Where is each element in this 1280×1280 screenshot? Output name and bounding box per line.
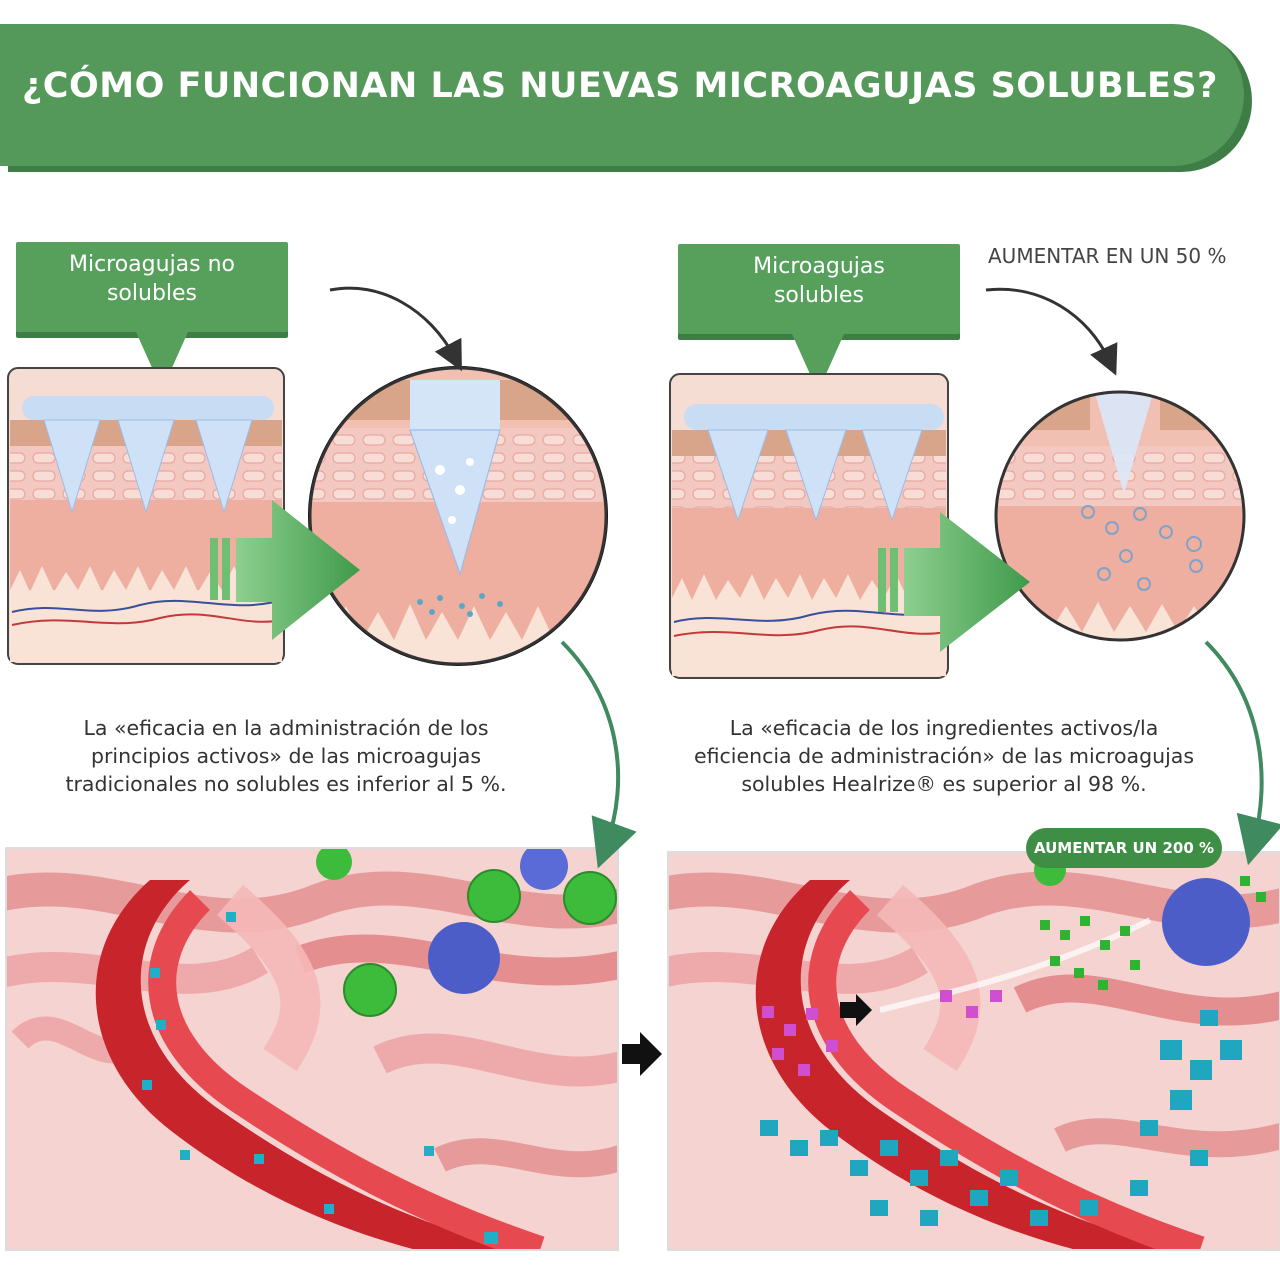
- big-arrow-left: [210, 500, 360, 640]
- label-non-soluble: Microagujas no solubles: [16, 242, 288, 390]
- bloodstream-left: [6, 848, 618, 1250]
- description-left: La «eficacia en la administración de los…: [36, 714, 536, 798]
- bloodstream-right: [668, 852, 1280, 1250]
- description-right-line2: eficiencia de administración» de las mic…: [693, 744, 1195, 768]
- big-arrow-right: [878, 512, 1030, 652]
- green-arrow-left: [560, 640, 637, 869]
- description-right-line3: solubles Healrize® es superior al 98 %.: [741, 772, 1147, 796]
- page-title: ¿CÓMO FUNCIONAN LAS NUEVAS MICROAGUJAS S…: [22, 66, 1218, 106]
- description-right-line1: La «eficacia de los ingredientes activos…: [729, 716, 1159, 740]
- increase-50-note: AUMENTAR EN UN 50 %: [988, 244, 1227, 268]
- black-arrow-middle: [622, 1032, 662, 1076]
- description-left-line1: La «eficacia en la administración de los: [83, 716, 489, 740]
- description-left-line3: tradicionales no solubles es inferior al…: [65, 772, 507, 796]
- label-soluble-line2: solubles: [773, 283, 865, 308]
- label-non-soluble-line2: solubles: [106, 281, 198, 306]
- description-right: La «eficacia de los ingredientes activos…: [668, 714, 1220, 798]
- increase-200-badge: AUMENTAR UN 200 %: [1026, 828, 1222, 868]
- green-arrow-right: [1204, 640, 1280, 866]
- skin-box-right: [669, 373, 949, 679]
- skin-diagrams: [7, 286, 1246, 679]
- curved-arrow-left: [329, 286, 462, 372]
- label-non-soluble-line1: Microagujas no: [68, 252, 236, 277]
- curved-arrow-right: [985, 287, 1118, 376]
- label-soluble-line1: Microagujas: [753, 254, 885, 279]
- title-banner: [0, 24, 1244, 166]
- description-left-line2: principios activos» de las microagujas: [90, 744, 482, 768]
